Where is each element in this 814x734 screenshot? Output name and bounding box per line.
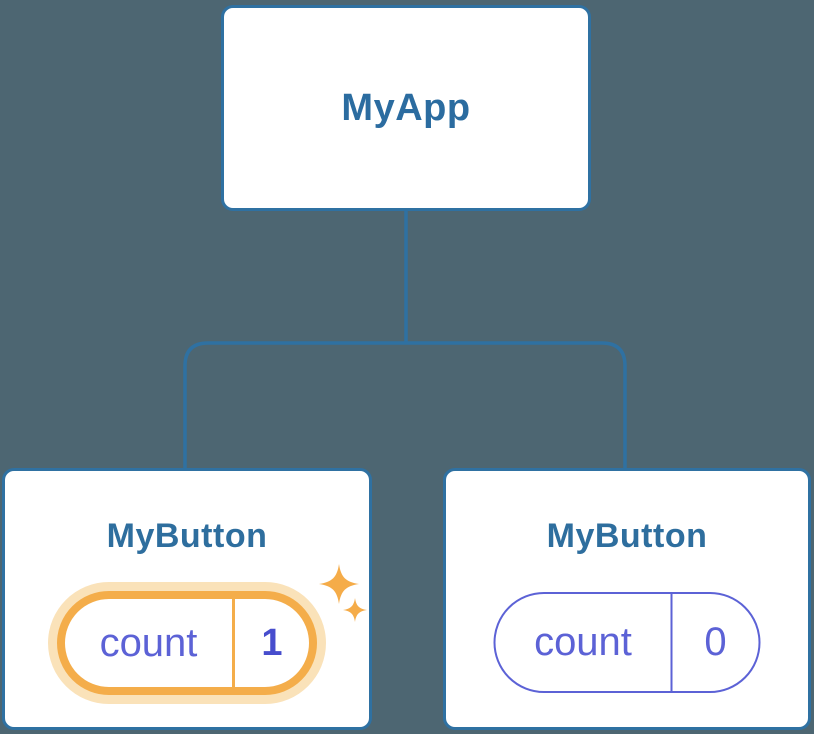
counter-button-plain[interactable]: count 0 (493, 592, 761, 693)
counter-label: count (534, 620, 632, 664)
sparkle-icon (319, 564, 359, 604)
counter-divider (670, 594, 673, 691)
node-mybutton-1: MyButton count 1 (2, 468, 372, 730)
node-myapp: MyApp (221, 5, 591, 211)
node-mybutton-2: MyButton count 0 (443, 468, 811, 730)
node-myapp-label: MyApp (341, 86, 471, 129)
node-mybutton-1-label: MyButton (106, 517, 268, 555)
counter-button-highlighted[interactable]: count 1 (57, 591, 317, 695)
counter-value: 0 (704, 620, 727, 664)
counter-value: 1 (261, 621, 283, 664)
sparkle-icon-small (343, 598, 367, 622)
counter-divider (232, 599, 235, 687)
node-mybutton-2-label: MyButton (546, 517, 708, 555)
counter-label: count (99, 620, 198, 665)
